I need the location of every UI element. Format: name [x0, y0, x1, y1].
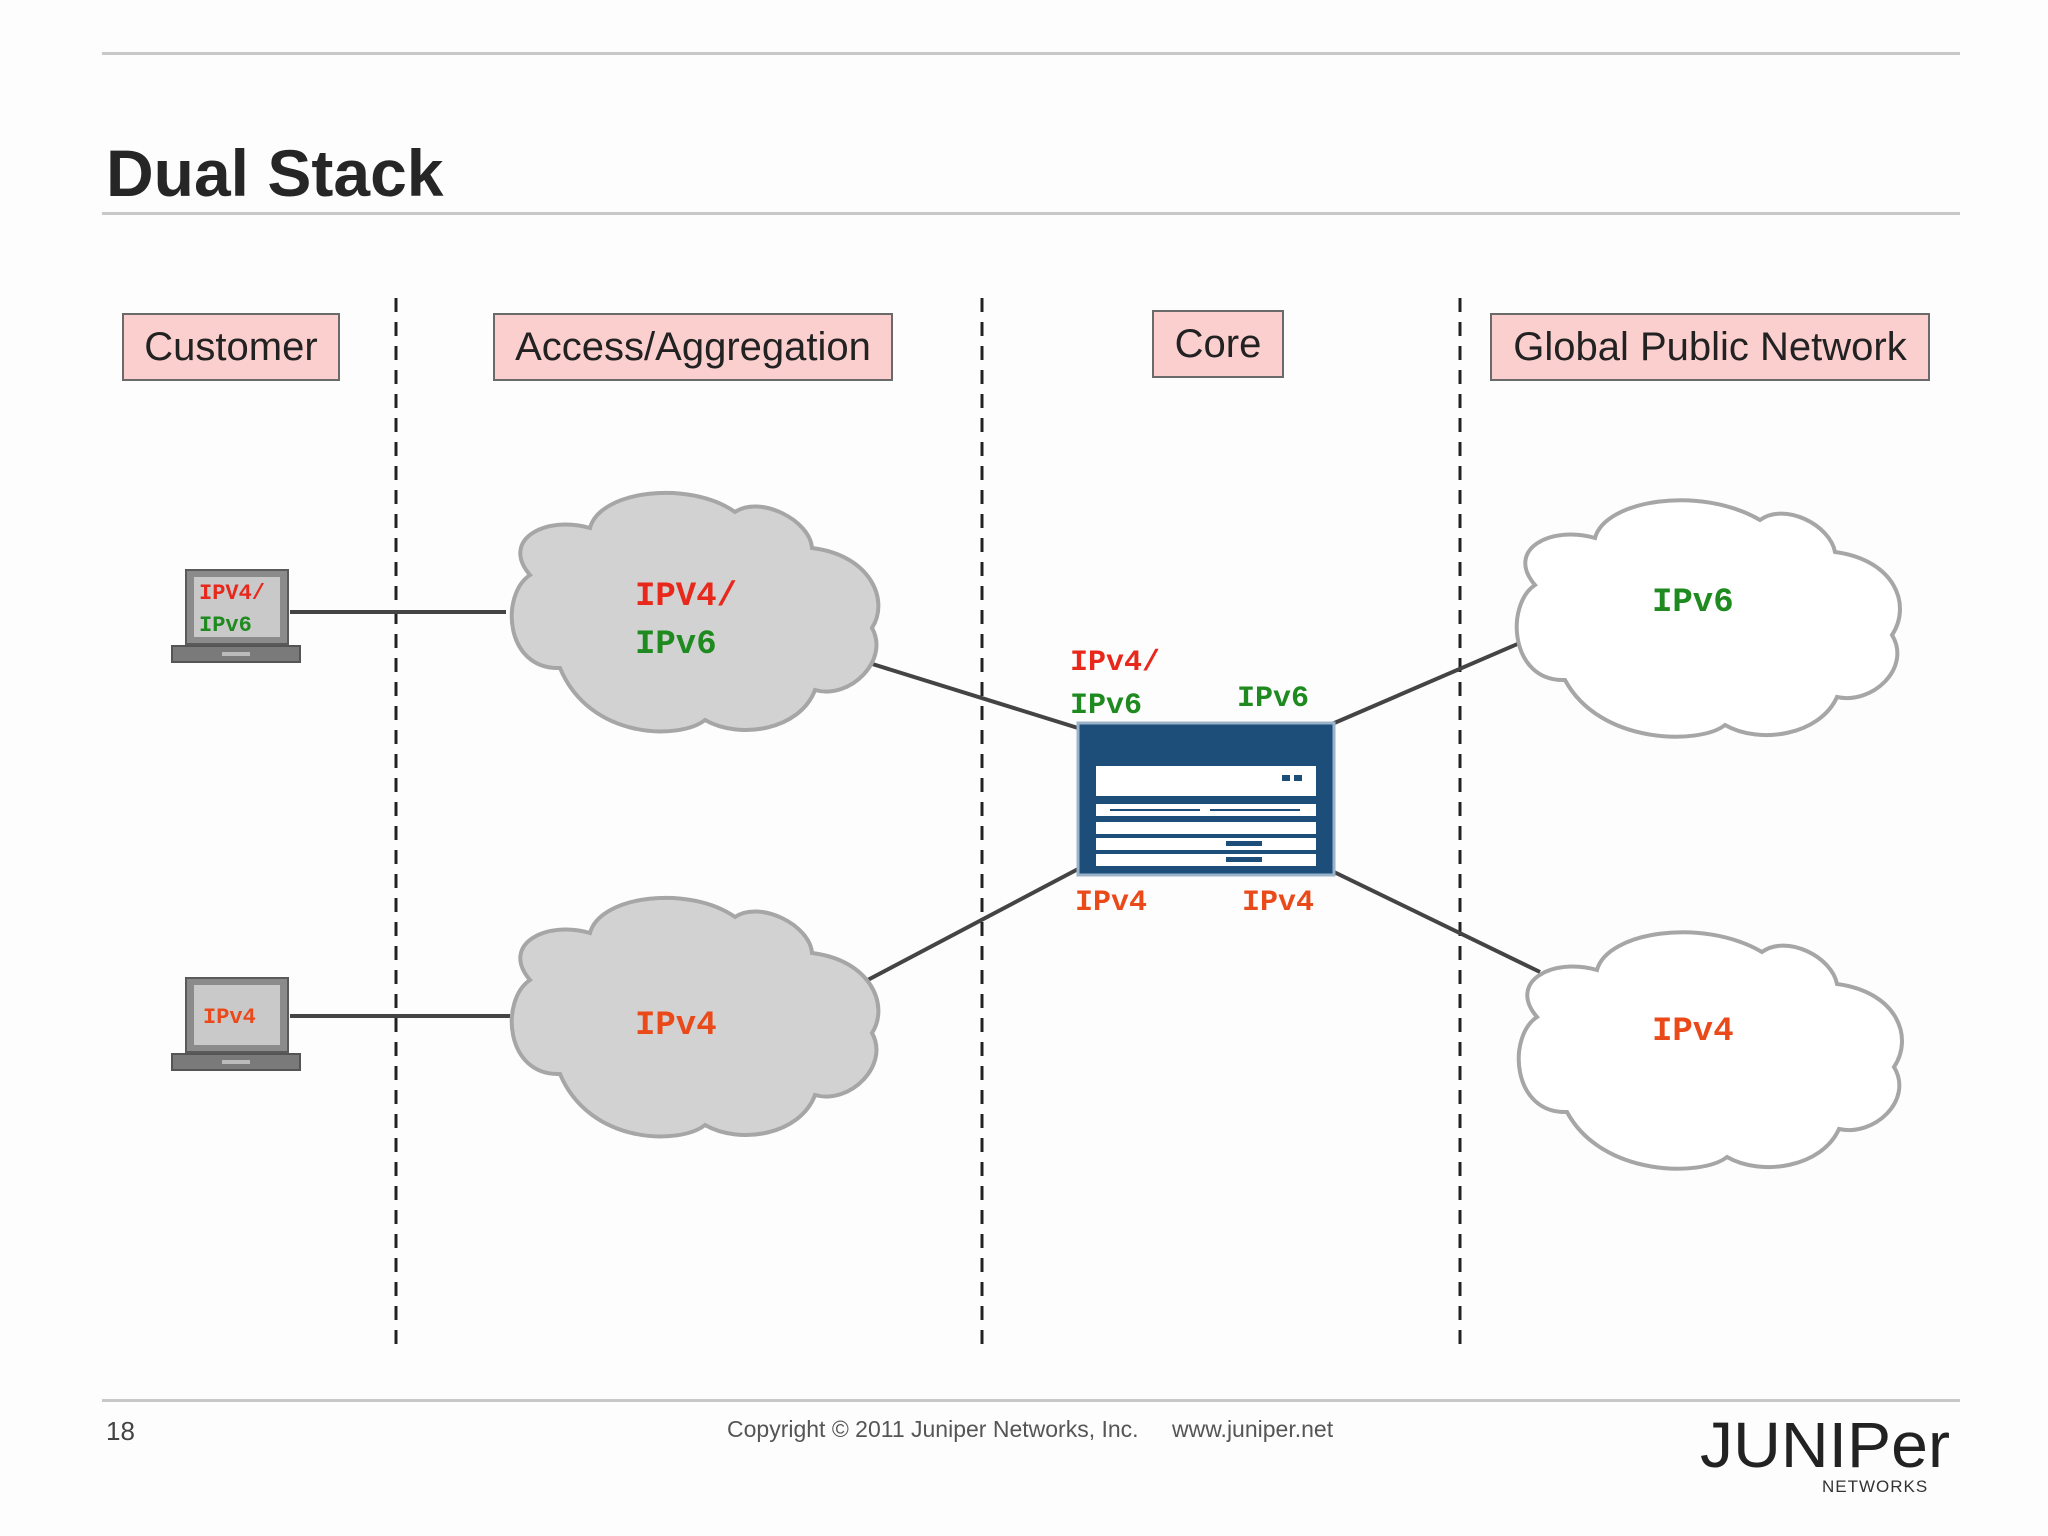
website-link[interactable]: www.juniper.net: [1172, 1416, 1334, 1442]
link-access-top-router: [865, 660, 1079, 730]
juniper-logo: JUNIPer NETWORKS: [1700, 1415, 1950, 1495]
zone-label-global-public-network: Global Public Network: [1490, 313, 1930, 381]
global-cloud-bottom: [1516, 930, 1904, 1171]
laptop-bottom-label: IPv4: [203, 1005, 256, 1030]
global-cloud-bottom-label: IPv4: [1652, 1013, 1734, 1051]
page-number: 18: [106, 1416, 135, 1446]
access-cloud-bottom: [509, 895, 881, 1139]
core-label-bottom-right: IPv4: [1242, 886, 1314, 920]
footer-rule: [102, 1399, 1960, 1402]
logo-word: JUNIPer: [1700, 1415, 1950, 1481]
core-label-bottom-left: IPv4: [1075, 886, 1147, 920]
slide-title: Dual Stack: [106, 136, 444, 210]
title-rule: [102, 212, 1960, 215]
logo-sub: NETWORKS: [1822, 1477, 1928, 1495]
copyright-text: Copyright © 2011 Juniper Networks, Inc.: [727, 1416, 1139, 1442]
access-cloud-top: [509, 490, 881, 734]
laptop-bottom-icon: [171, 977, 301, 1071]
core-label-top-left-1: IPv4/: [1070, 646, 1160, 680]
core-router-icon: [1076, 721, 1336, 877]
link-router-global-bottom: [1333, 870, 1541, 974]
access-cloud-top-label-2: IPv6: [635, 626, 717, 664]
top-rule: [102, 52, 1960, 55]
laptop-top-label-1: IPV4/: [199, 581, 265, 606]
global-cloud-top-label: IPv6: [1652, 584, 1734, 622]
zone-label-customer: Customer: [122, 313, 340, 381]
zone-label-core: Core: [1152, 310, 1284, 378]
zone-label-access-aggregation: Access/Aggregation: [493, 313, 893, 381]
laptop-top-label-2: IPv6: [199, 613, 252, 638]
access-cloud-bottom-label: IPv4: [635, 1007, 717, 1045]
zone-dividers: [394, 298, 1462, 1350]
connection-lines: [290, 610, 1541, 1018]
core-label-top-right: IPv6: [1237, 682, 1309, 716]
laptop-top-icon: [171, 569, 301, 663]
global-cloud-top: [1514, 498, 1902, 739]
access-cloud-top-label-1: IPV4/: [635, 578, 737, 616]
link-router-global-top: [1331, 634, 1537, 726]
link-access-bottom-router: [861, 866, 1081, 985]
core-label-top-left-2: IPv6: [1070, 689, 1142, 723]
